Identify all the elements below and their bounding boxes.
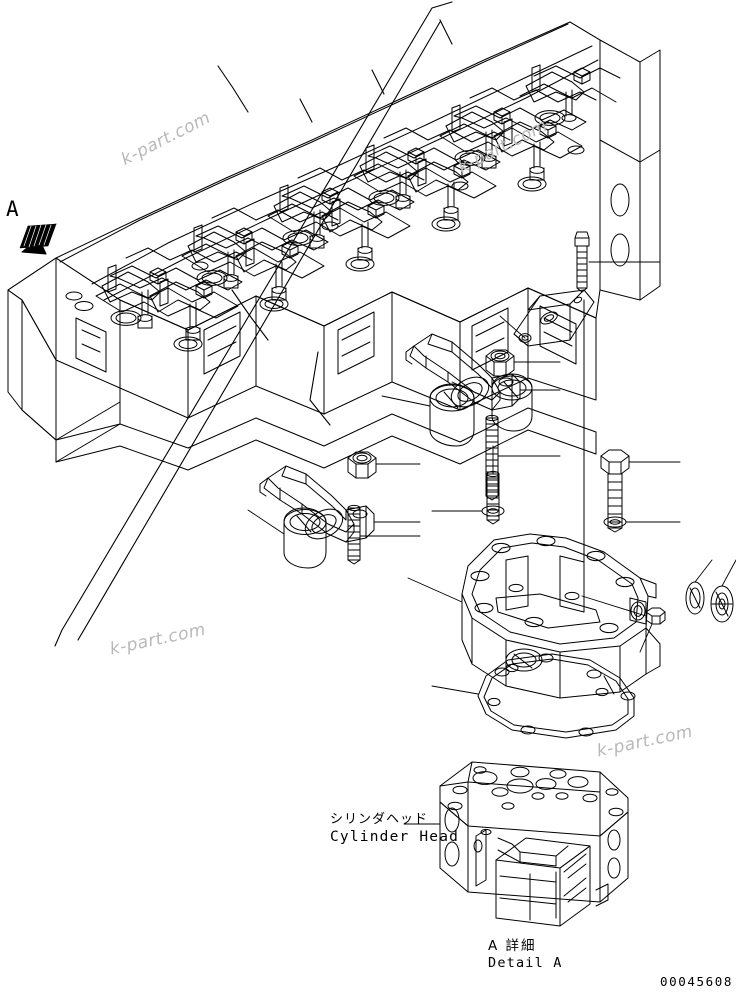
part-adjusting-screw-lower (347, 504, 361, 565)
section-letter-label: A (6, 197, 20, 221)
rocker-group-cyl-4 (353, 127, 511, 232)
section-arrow (19, 223, 57, 255)
rocker-group-cyl-1 (74, 247, 253, 352)
part-rocker-arm-bushing-upper-2 (491, 373, 533, 432)
part-rocker-arm-nut-lower (347, 451, 377, 479)
part-rocker-arm-intake (405, 333, 521, 411)
detail-a-caption-en: Detail A (488, 954, 563, 971)
part-bracket-bolt (574, 231, 590, 293)
part-seal-ring (710, 585, 734, 623)
rocker-group-cyl-2 (181, 207, 339, 312)
part-housing-plug-nut (645, 607, 666, 625)
part-rocker-housing-washer-left (481, 505, 505, 517)
part-rocker-arm-bushing-upper (429, 383, 475, 447)
cylinder-head-title: シリンダヘッド Cylinder Head (330, 812, 459, 846)
part-cylinder-head-detail (439, 761, 629, 927)
detail-a-caption-jp: A 詳細 (488, 938, 537, 954)
part-rocker-arm-bushing-lower (283, 507, 327, 569)
leader-lines (247, 261, 736, 825)
part-rocker-cover-gasket (477, 653, 636, 739)
rocker-group-cyl-6 (519, 64, 621, 126)
part-adjusting-screw-upper (485, 414, 499, 501)
casting-window-cutouts (75, 305, 577, 375)
rocker-group-cyl-3 (267, 167, 425, 272)
part-rocker-arm-nut-upper (485, 349, 515, 377)
detail-a-caption: A 詳細 Detail A (488, 938, 563, 972)
rocker-group-cyl-5 (439, 87, 597, 192)
part-housing-cap-bolt (600, 449, 630, 533)
drawing-number: 00045608 (660, 974, 734, 989)
part-rocker-arm-exhaust (259, 465, 375, 543)
cylinder-head-assembly-main (7, 21, 661, 471)
part-rocker-housing (461, 533, 661, 699)
part-rocker-shaft-bracket (513, 289, 595, 347)
part-rocker-housing-bolt-long (486, 470, 500, 525)
part-seal-washer (685, 581, 705, 615)
cylinder-head-title-en: Cylinder Head (330, 829, 460, 846)
cylinder-head-title-jp: シリンダヘッド (330, 812, 429, 827)
